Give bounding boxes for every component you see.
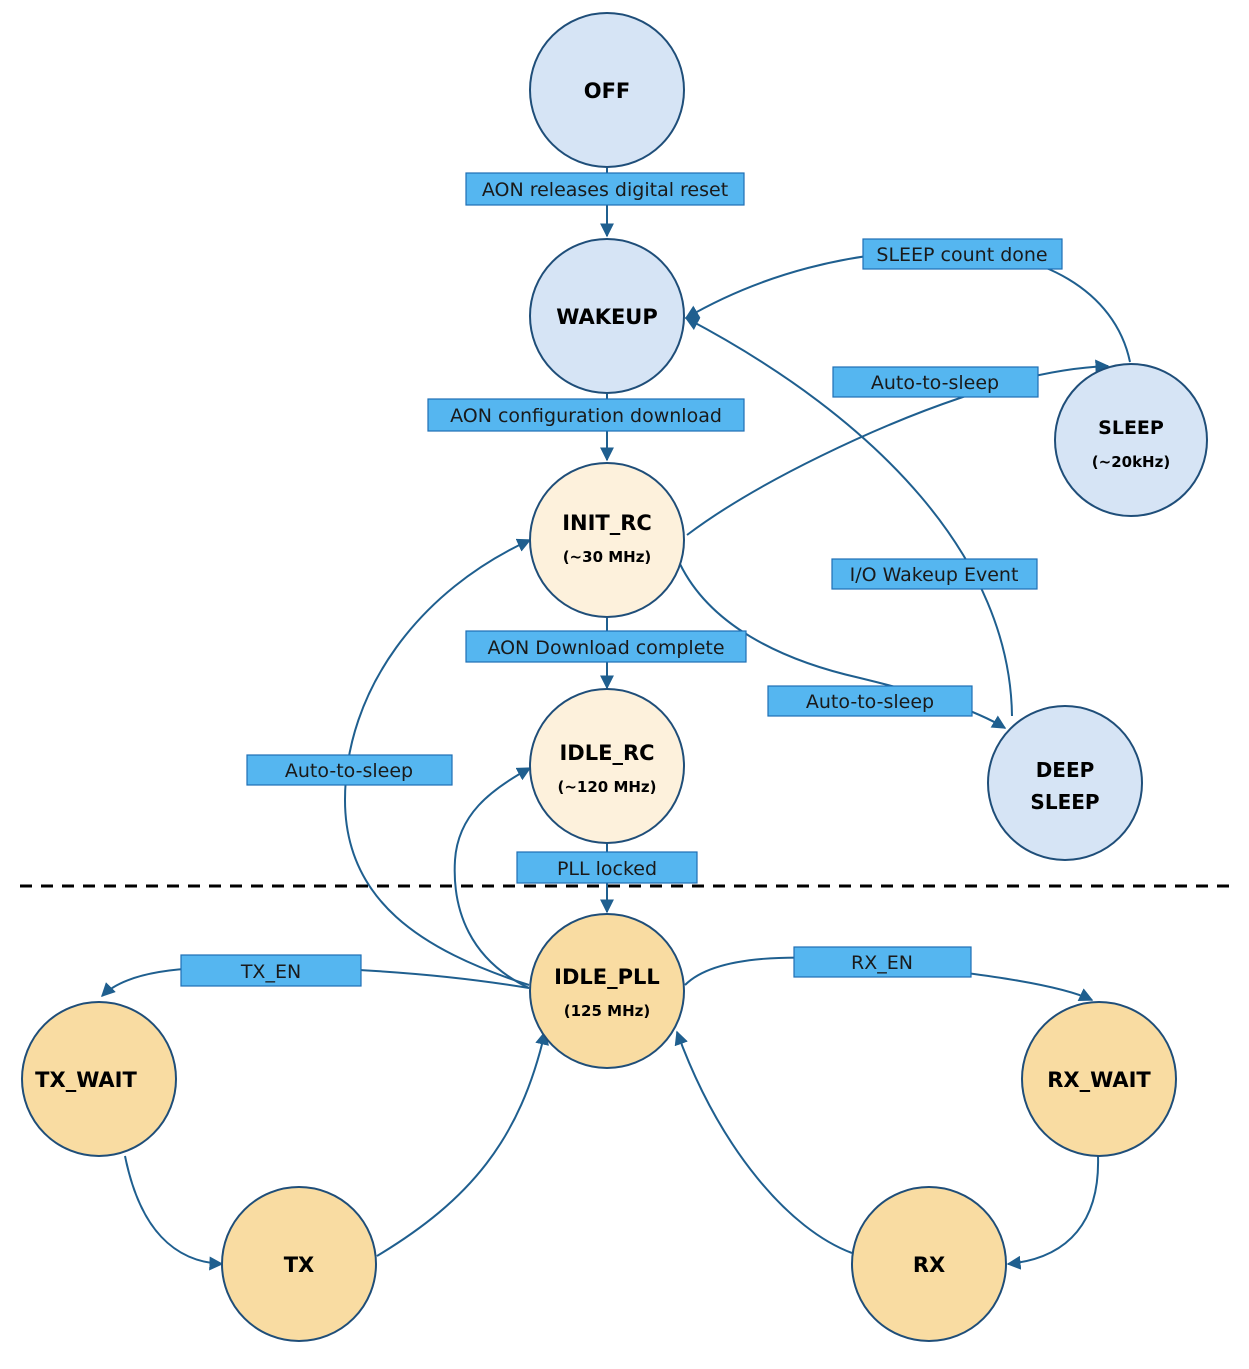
node-idle-rc-sub: (~120 MHz) <box>557 778 656 796</box>
node-rx-title: RX <box>913 1253 945 1277</box>
label-pll-locked: PLL locked <box>516 851 698 884</box>
label-aon-config: AON configuration download <box>427 398 745 432</box>
label-aon-reset-text: AON releases digital reset <box>482 179 728 201</box>
node-wakeup-title: WAKEUP <box>556 305 658 329</box>
node-tx: TX <box>221 1186 377 1342</box>
node-deep-sleep-title: DEEP <box>1036 758 1095 782</box>
edge-rx-idlepll <box>674 1030 853 1254</box>
edge-tx-idlepll <box>376 1030 549 1257</box>
label-rx-en-text: RX_EN <box>851 952 913 974</box>
node-tx-wait: TX_WAIT <box>21 1001 177 1157</box>
node-idle-pll: IDLE_PLL (125 MHz) <box>529 913 685 1069</box>
label-tx-en-text: TX_EN <box>240 961 301 983</box>
edge-initrc-sleep <box>686 359 1110 536</box>
label-aon-download-text: AON Download complete <box>487 637 724 659</box>
node-deep-sleep-sub: SLEEP <box>1030 790 1099 814</box>
label-aon-config-text: AON configuration download <box>450 405 722 427</box>
node-sleep-sub: (~20kHz) <box>1092 453 1170 471</box>
label-pll-locked-text: PLL locked <box>557 858 657 880</box>
label-auto-sleep-deep: Auto-to-sleep <box>767 685 973 717</box>
edge-rxwait-rx <box>1006 1155 1100 1270</box>
label-io-wakeup: I/O Wakeup Event <box>831 558 1038 590</box>
node-off-title: OFF <box>584 79 631 103</box>
node-rx: RX <box>851 1186 1007 1342</box>
edge-txwait-tx <box>124 1155 224 1271</box>
label-auto-sleep-left-text: Auto-to-sleep <box>285 760 413 782</box>
node-tx-wait-title: TX_WAIT <box>35 1068 137 1092</box>
label-auto-sleep-deep-text: Auto-to-sleep <box>806 691 934 713</box>
node-init-rc-sub: (~30 MHz) <box>563 548 652 566</box>
node-idle-pll-title: IDLE_PLL <box>554 965 660 989</box>
label-auto-sleep-top: Auto-to-sleep <box>832 366 1039 398</box>
node-sleep: SLEEP (~20kHz) <box>1054 363 1208 517</box>
node-rx-wait: RX_WAIT <box>1021 1001 1177 1157</box>
edge-idlepll-idlerc <box>453 767 532 989</box>
node-sleep-title: SLEEP <box>1098 417 1164 439</box>
node-rx-wait-title: RX_WAIT <box>1047 1068 1151 1092</box>
edge-deepsleep-wakeup <box>684 317 1013 717</box>
node-idle-rc-title: IDLE_RC <box>559 741 654 765</box>
label-sleep-count: SLEEP count done <box>862 238 1063 270</box>
label-tx-en: TX_EN <box>180 954 362 987</box>
node-init-rc-title: INIT_RC <box>562 511 652 535</box>
label-io-wakeup-text: I/O Wakeup Event <box>850 564 1019 586</box>
node-idle-rc: IDLE_RC (~120 MHz) <box>529 688 685 844</box>
node-init-rc: INIT_RC (~30 MHz) <box>529 462 685 618</box>
node-off: OFF <box>529 12 685 168</box>
label-aon-reset: AON releases digital reset <box>465 172 745 206</box>
node-idle-pll-sub: (125 MHz) <box>564 1002 650 1020</box>
edge-idlepll-initrc <box>343 538 532 986</box>
label-auto-sleep-left: Auto-to-sleep <box>246 754 453 786</box>
node-tx-title: TX <box>284 1253 315 1277</box>
label-aon-download: AON Download complete <box>465 630 747 663</box>
label-rx-en: RX_EN <box>793 946 972 978</box>
label-auto-sleep-top-text: Auto-to-sleep <box>871 372 999 394</box>
node-wakeup: WAKEUP <box>529 238 685 394</box>
label-sleep-count-text: SLEEP count done <box>876 244 1047 266</box>
node-deep-sleep: DEEP SLEEP <box>987 705 1143 861</box>
